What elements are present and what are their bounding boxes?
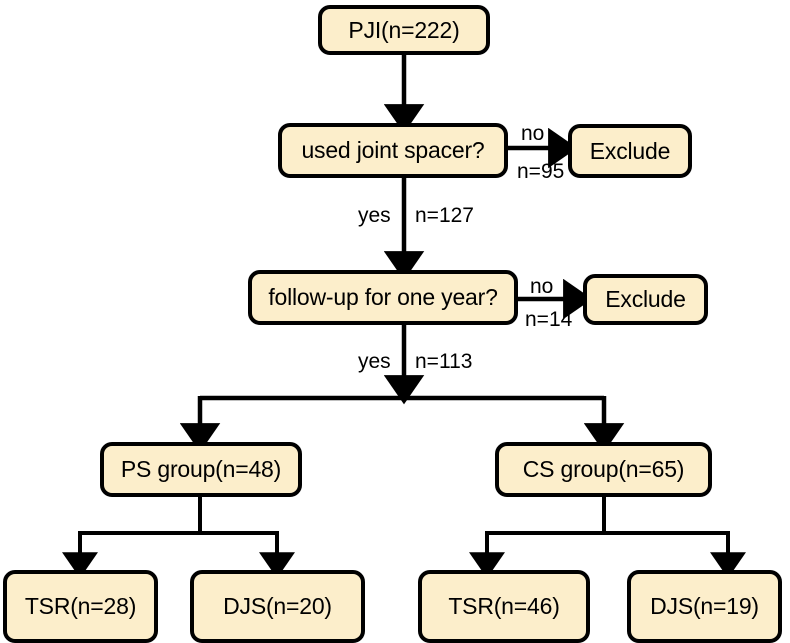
node-cs-djs[interactable]: DJS(n=19) (627, 570, 782, 643)
edge-label-followup-no: no (530, 275, 554, 298)
node-ps-group[interactable]: PS group(n=48) (100, 442, 302, 497)
edge-label-followup-yes: yes (358, 350, 391, 373)
node-ps-djs[interactable]: DJS(n=20) (190, 570, 365, 643)
edge-label-followup-yes-count: n=113 (415, 350, 473, 373)
node-exclude-followup[interactable]: Exclude (583, 274, 708, 325)
node-ps-tsr[interactable]: TSR(n=28) (3, 570, 158, 643)
edge-label-spacer-no: no (521, 122, 545, 145)
node-pji[interactable]: PJI(n=222) (318, 5, 490, 55)
node-cs-group[interactable]: CS group(n=65) (495, 442, 712, 497)
edge-label-spacer-no-count: n=95 (517, 160, 565, 183)
node-followup-one-year[interactable]: follow-up for one year? (248, 270, 518, 325)
edge-label-spacer-yes-count: n=127 (415, 204, 474, 227)
node-exclude-spacer[interactable]: Exclude (568, 124, 692, 178)
node-cs-tsr[interactable]: TSR(n=46) (418, 570, 590, 643)
edge-label-spacer-yes: yes (358, 204, 391, 227)
edge-label-followup-no-count: n=14 (525, 308, 573, 331)
node-used-joint-spacer[interactable]: used joint spacer? (278, 123, 508, 178)
